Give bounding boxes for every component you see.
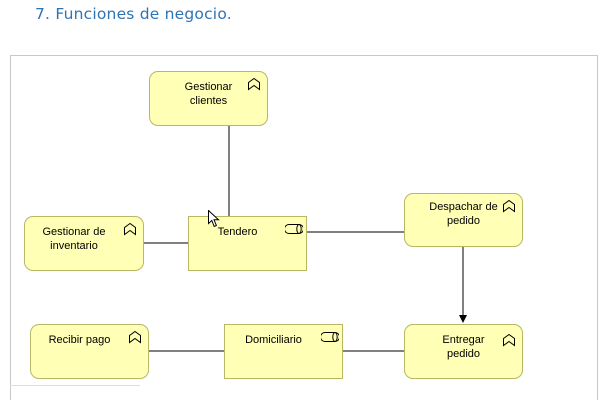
node-label: Tendero: [217, 226, 258, 238]
node-label: Gestionar clientes: [184, 81, 233, 107]
node-label: Recibir pago: [48, 334, 111, 346]
node-label: Domiciliario: [245, 334, 302, 346]
function-chevron-icon: [248, 77, 260, 91]
function-chevron-icon: [503, 333, 515, 347]
role-domiciliario[interactable]: Domiciliario: [224, 324, 343, 379]
role-icon: [285, 224, 303, 234]
function-chevron-icon: [129, 330, 141, 344]
node-label: Despachar de pedido: [429, 201, 498, 227]
function-gestionar-inventario[interactable]: Gestionar de inventario: [24, 216, 144, 271]
function-despachar-pedido[interactable]: Despachar de pedido: [404, 193, 523, 247]
function-recibir-pago[interactable]: Recibir pago: [30, 324, 149, 379]
role-tendero[interactable]: Tendero: [188, 216, 307, 271]
mouse-cursor-icon: [208, 210, 220, 228]
function-gestionar-clientes[interactable]: Gestionar clientes: [149, 71, 268, 126]
role-icon: [321, 332, 339, 342]
function-entregar-pedido[interactable]: Entregar pedido: [404, 324, 523, 379]
node-label: Gestionar de inventario: [42, 226, 106, 252]
scroll-edge: [10, 385, 140, 386]
function-chevron-icon: [124, 222, 136, 236]
function-chevron-icon: [503, 199, 515, 213]
node-label: Entregar pedido: [442, 334, 485, 360]
diagram-canvas: [10, 55, 598, 400]
section-heading: 7. Funciones de negocio.: [35, 5, 232, 23]
